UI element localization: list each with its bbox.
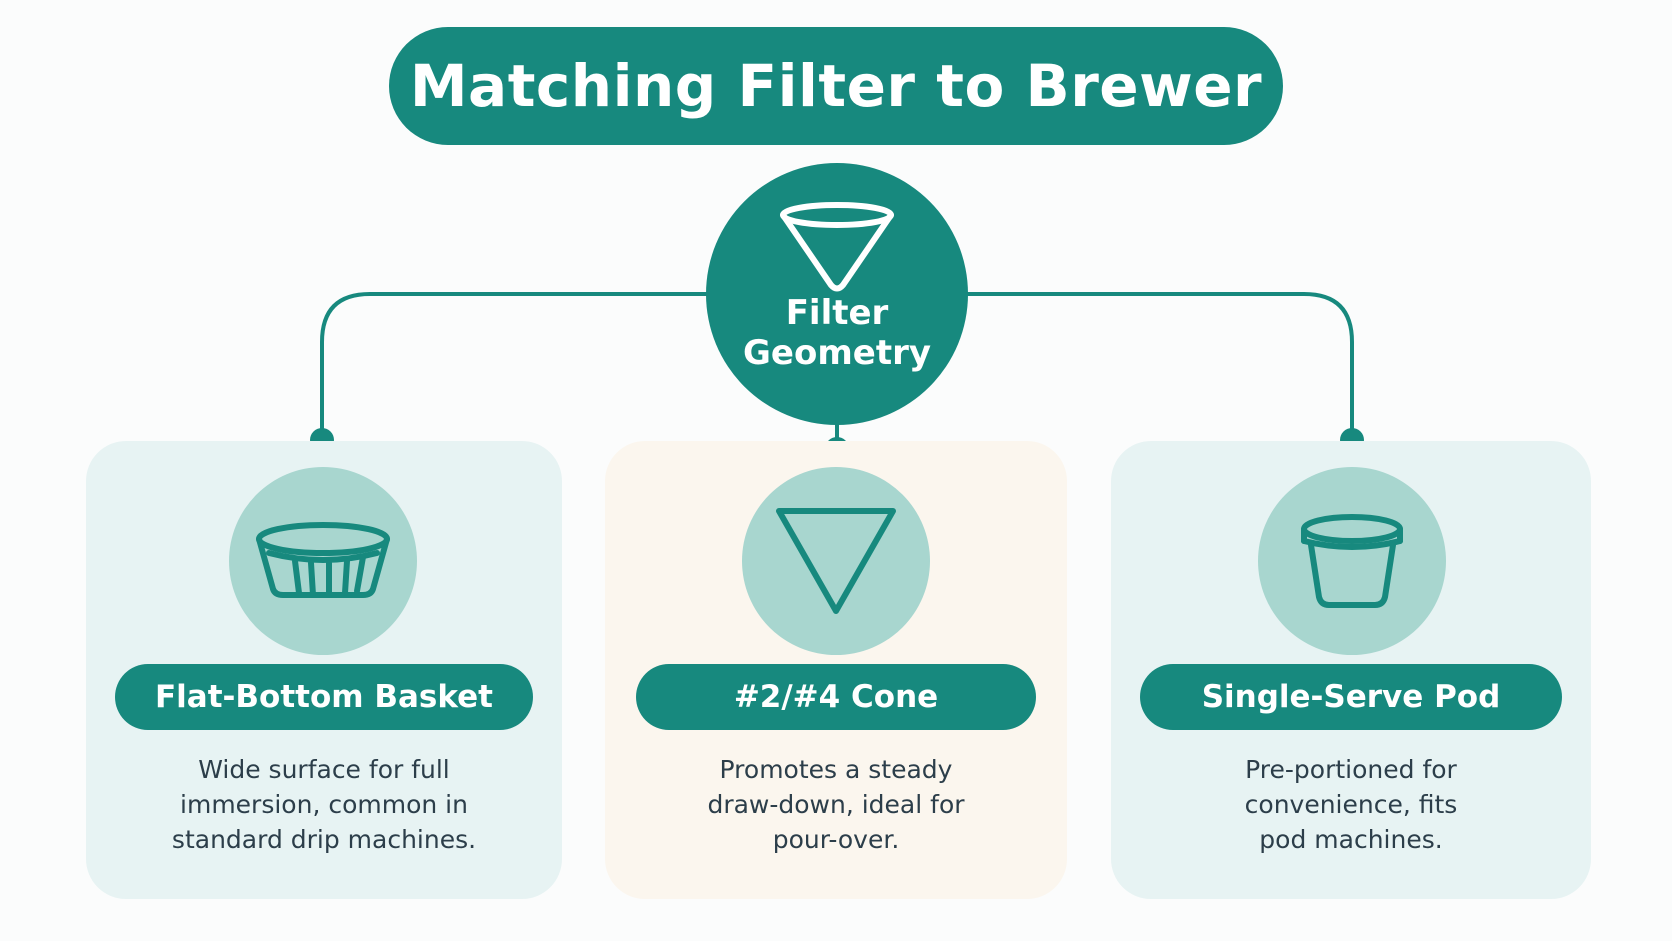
card-title: #2/#4 Cone (733, 679, 939, 715)
icon-circle (229, 467, 417, 655)
connector-right (966, 292, 1354, 440)
card-flat-bottom-basket: Flat-Bottom Basket Wide surface for full… (86, 441, 562, 899)
basket-filter-icon (256, 522, 390, 598)
card-description: Promotes a steady draw-down, ideal for p… (707, 755, 965, 854)
page-title: Matching Filter to Brewer (409, 52, 1263, 120)
card-title-pill: #2/#4 Cone (636, 664, 1036, 730)
title-banner: Matching Filter to Brewer (389, 27, 1283, 145)
hub-label: Filter Geometry (706, 293, 968, 373)
pod-cup-icon (1301, 514, 1403, 608)
icon-circle (1258, 467, 1446, 655)
card-title: Flat-Bottom Basket (155, 679, 493, 715)
connector-left (320, 292, 708, 440)
icon-circle (742, 467, 930, 655)
hub-label-line1: Filter (785, 293, 889, 333)
card-title: Single-Serve Pod (1201, 679, 1501, 715)
cone-filter-icon (776, 508, 896, 614)
card-description: Wide surface for full immersion, common … (171, 755, 477, 854)
card-description: Pre-portioned for convenience, fits pod … (1244, 755, 1458, 854)
card-title-pill: Flat-Bottom Basket (115, 664, 533, 730)
filter-geometry-hub: Filter Geometry (706, 163, 968, 425)
card-title-pill: Single-Serve Pod (1140, 664, 1562, 730)
hub-label-line2: Geometry (743, 333, 931, 373)
card-single-serve-pod: Single-Serve Pod Pre-portioned for conve… (1111, 441, 1591, 899)
card-cone: #2/#4 Cone Promotes a steady draw-down, … (605, 441, 1067, 899)
cone-filter-icon (780, 202, 894, 292)
